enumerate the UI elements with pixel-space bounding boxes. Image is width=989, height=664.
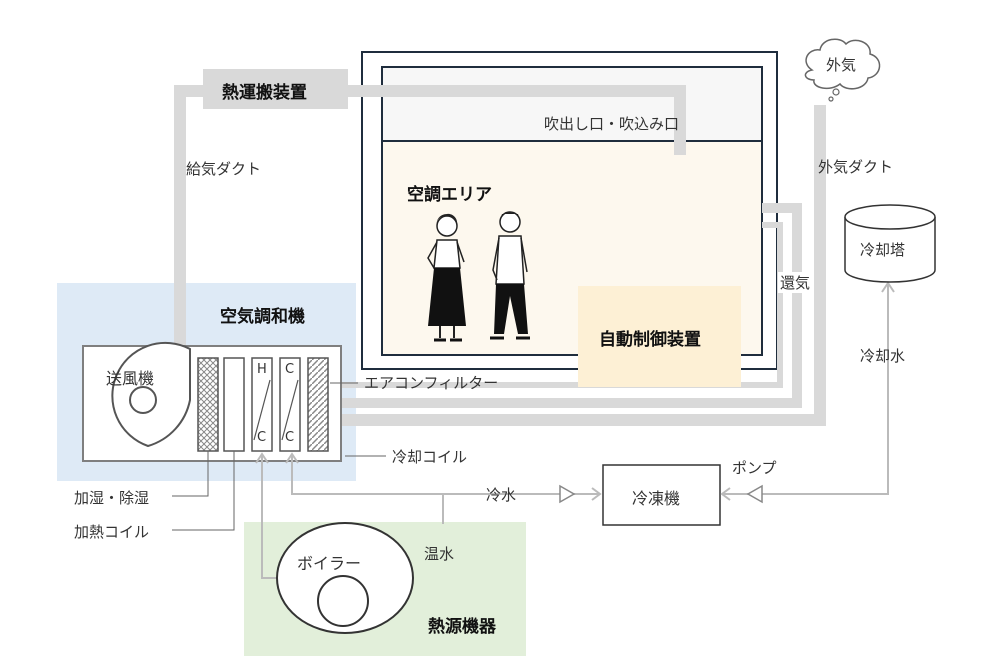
person-man-figure [490, 211, 530, 340]
heat-transport-label: 熱運搬装置 [222, 83, 307, 103]
coil-c-label-1: C [257, 430, 267, 445]
pump-label: ポンプ [732, 459, 777, 477]
coil-c-label-3: C [285, 430, 295, 445]
chiller-box [602, 464, 721, 526]
heater-element [223, 357, 245, 452]
heat-transport-box [203, 69, 348, 109]
ceiling-plenum [383, 68, 761, 140]
pump-triangle-2 [746, 484, 763, 504]
heat-source-label: 熱源機器 [428, 617, 496, 637]
boiler-inner [317, 575, 369, 627]
heating-coil-label: 加熱コイル [74, 523, 150, 541]
cooling-water-label: 冷却水 [860, 347, 906, 365]
outside-air-duct-label: 外気ダクト [818, 158, 894, 176]
person-woman-figure [427, 213, 466, 342]
conditioned-area-label: 空調エリア [407, 185, 492, 205]
outside-air-cloud [804, 38, 881, 90]
coil-c-label-2: C [285, 362, 295, 377]
return-air-label: 還気 [778, 272, 813, 293]
auto-control-box [578, 286, 741, 387]
fan-label: 送風機 [106, 369, 155, 388]
outside-air-label: 外気 [826, 56, 857, 74]
auto-control-label: 自動制御装置 [599, 330, 701, 350]
supply-duct-label: 給気ダクト [186, 160, 262, 178]
filter-element [307, 357, 329, 452]
coil-h-label: H [257, 362, 267, 377]
outlet-inlet-label: 吹出し口・吹込み口 [544, 115, 680, 133]
cooling-tower-body [844, 217, 936, 283]
air-filter-label: エアコンフィルター [364, 374, 499, 392]
cooling-tower-label: 冷却塔 [860, 241, 906, 259]
cooling-water-pipe [722, 284, 889, 495]
chilled-water-pipe [291, 456, 600, 495]
humidifier-element [197, 357, 219, 452]
hot-water-label: 温水 [424, 545, 455, 563]
boiler-label: ボイラー [297, 554, 362, 573]
cooling-tower-top [844, 204, 936, 230]
pump-triangle-1 [559, 484, 576, 504]
cooling-coil-label: 冷却コイル [392, 448, 468, 466]
return-duct-1 [338, 203, 802, 408]
fan-hub [129, 386, 157, 414]
chilled-water-label: 冷水 [486, 486, 517, 504]
air-handler-label: 空気調和機 [220, 307, 305, 327]
chiller-label: 冷凍機 [632, 489, 681, 508]
supply-duct [174, 85, 686, 345]
return-duct-2 [338, 222, 783, 388]
outside-air-duct [338, 105, 826, 426]
humidify-label: 加湿・除湿 [74, 489, 150, 507]
